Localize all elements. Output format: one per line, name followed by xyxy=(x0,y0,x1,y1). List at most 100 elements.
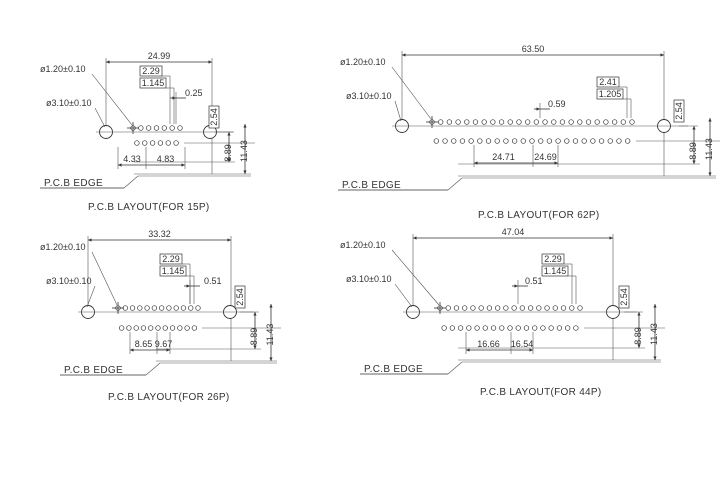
pin-hole xyxy=(559,119,566,125)
pin-hole xyxy=(494,138,500,144)
mount-hole-label: ø3.10±0.10 xyxy=(46,98,91,108)
pin-hole xyxy=(511,305,517,311)
dimension-arrow xyxy=(186,284,190,288)
leader-line xyxy=(86,285,96,308)
pin-hole xyxy=(442,138,448,144)
pitch-box xyxy=(541,253,565,265)
pin-hole xyxy=(118,325,125,331)
pin-hole xyxy=(191,325,198,331)
dimension-arrow xyxy=(514,284,518,288)
pin-hole xyxy=(540,325,546,331)
dimension-arrow xyxy=(692,160,696,164)
span-left-label: 8.65 xyxy=(135,339,153,349)
pitch-label: 2.29 xyxy=(162,254,180,264)
pin-hole xyxy=(148,325,154,331)
pin-hole xyxy=(468,138,474,144)
pin-hole xyxy=(155,325,161,331)
height-8-89-label: 8.89 xyxy=(688,142,698,160)
offset-label: 0.25 xyxy=(185,88,203,98)
pin-hole xyxy=(485,138,492,144)
pin-hole xyxy=(546,138,553,144)
dimension-arrow xyxy=(88,238,92,242)
pin-hole xyxy=(188,305,194,311)
pin-hole xyxy=(451,138,457,144)
offset-label: 0.51 xyxy=(204,276,222,286)
pin-hole xyxy=(173,305,179,311)
pin-hole xyxy=(478,305,484,311)
height-11-43-label: 11.43 xyxy=(265,324,275,346)
pin-hole xyxy=(525,119,531,125)
dimension-arrow xyxy=(660,53,664,57)
pitch-label: 2.41 xyxy=(599,77,617,87)
row-pitch-label: 2.54 xyxy=(235,288,245,306)
pcb-layout-15p: 24.99ø1.20±0.10ø3.10±0.102.291.1450.252.… xyxy=(40,51,255,213)
pin-hole xyxy=(629,119,635,125)
pcb-edge-label: P.C.B EDGE xyxy=(364,364,423,375)
pin-hole xyxy=(169,125,175,131)
small-hole-label: ø1.20±0.10 xyxy=(40,242,85,252)
layout-caption: P.C.B LAYOUT(FOR 62P) xyxy=(478,210,600,221)
height-11-43-label: 11.43 xyxy=(239,140,249,162)
pin-hole xyxy=(144,305,150,311)
pin-hole xyxy=(153,125,160,131)
pin-hole xyxy=(511,138,518,144)
pin-hole xyxy=(533,119,539,125)
dimension-arrow xyxy=(269,357,273,361)
height-11-43-label: 11.43 xyxy=(649,323,659,345)
pin-hole xyxy=(466,325,472,331)
leader-line xyxy=(394,283,413,308)
layout-caption: P.C.B LAYOUT(FOR 44P) xyxy=(480,387,602,398)
layout-caption: P.C.B LAYOUT(FOR 15P) xyxy=(88,202,210,213)
pin-hole xyxy=(616,138,622,144)
mount-hole-label: ø3.10±0.10 xyxy=(46,276,91,286)
pin-hole xyxy=(129,305,136,311)
leader-line xyxy=(447,177,463,191)
span-left-label: 24.71 xyxy=(492,152,515,162)
pin-hole xyxy=(520,138,526,144)
pin-hole xyxy=(158,305,165,311)
pin-hole xyxy=(551,119,557,125)
pin-hole xyxy=(137,305,143,311)
dimension-arrow xyxy=(692,126,696,130)
height-8-89-label: 8.89 xyxy=(249,328,259,346)
dimension-arrow xyxy=(172,96,176,100)
pin-hole xyxy=(446,119,453,125)
pin-hole xyxy=(581,138,587,144)
pin-hole xyxy=(184,325,190,331)
height-8-89-label: 8.89 xyxy=(633,327,643,345)
pin-hole xyxy=(157,140,164,146)
pitch-box xyxy=(596,76,620,88)
small-hole-label: ø1.20±0.10 xyxy=(340,240,385,250)
pin-hole xyxy=(462,305,468,311)
dimension-arrow xyxy=(474,161,478,165)
overall-width-label: 63.50 xyxy=(522,44,545,54)
span-left-label: 16.66 xyxy=(477,339,500,349)
pcb-layout-26p: 33.32ø1.20±0.10ø3.10±0.102.291.1450.512.… xyxy=(40,229,281,403)
dimension-arrow xyxy=(208,60,212,64)
pin-hole xyxy=(162,325,168,331)
pin-hole xyxy=(486,305,493,311)
dimension-arrow xyxy=(130,348,134,352)
pin-hole xyxy=(472,119,479,125)
pin-hole xyxy=(590,138,596,144)
dimension-arrow xyxy=(653,356,657,360)
dimension-arrow xyxy=(609,236,613,240)
pin-hole xyxy=(445,305,451,311)
half-pitch-box xyxy=(139,77,167,89)
dimension-arrow xyxy=(181,163,185,167)
half-pitch-box xyxy=(541,265,569,277)
dimension-arrow xyxy=(466,348,470,352)
row-pitch-label: 2.54 xyxy=(209,108,219,126)
span-right-label: 16.54 xyxy=(511,339,534,349)
dimension-arrow xyxy=(106,60,110,64)
pin-hole xyxy=(441,325,447,331)
pin-hole xyxy=(165,140,171,146)
pin-hole xyxy=(142,140,148,146)
pin-hole xyxy=(507,325,513,331)
dimension-arrow xyxy=(653,304,657,308)
pin-hole xyxy=(607,138,613,144)
pin-hole xyxy=(544,305,550,311)
dimension-arrow xyxy=(269,304,273,308)
pin-hole xyxy=(464,119,470,125)
